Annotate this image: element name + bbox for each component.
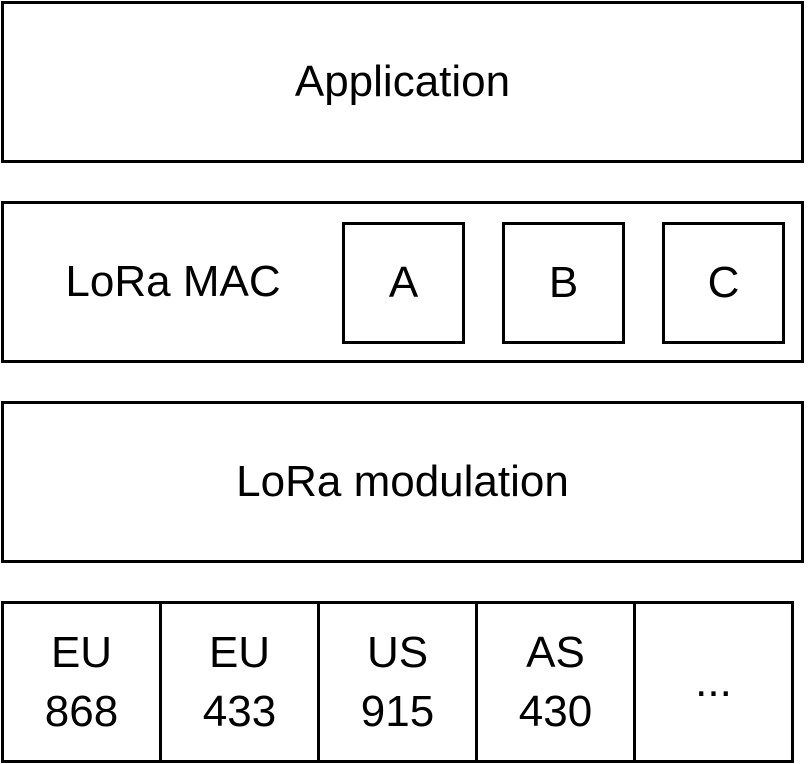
band-cell-us915: US 915 [317,601,478,763]
lora-mac-label: LoRa MAC [65,257,281,307]
band-frequency: 433 [202,687,277,736]
mac-class-c-box: C [662,222,785,344]
application-layer: Application [1,1,804,163]
frequency-band-row: EU 868 EU 433 US 915 AS 430 ... [1,601,804,763]
mac-class-a-box: A [342,222,465,344]
mac-class-c-label: C [707,258,740,308]
application-layer-label: Application [294,57,511,107]
band-cell-eu433: EU 433 [159,601,320,763]
band-frequency: 868 [44,687,119,736]
band-region: EU [50,627,113,677]
band-region: US [366,627,429,677]
mac-class-b-label: B [548,258,579,308]
band-ellipsis: ... [695,657,732,707]
lora-modulation-layer: LoRa modulation [1,401,804,563]
band-region: EU [208,627,271,677]
band-cell-more: ... [633,601,794,763]
lora-modulation-label: LoRa modulation [236,457,569,507]
mac-class-b-box: B [502,222,625,344]
mac-class-a-label: A [388,258,419,308]
band-region: AS [526,627,585,677]
band-cell-eu868: EU 868 [1,601,162,763]
band-cell-as430: AS 430 [475,601,636,763]
band-frequency: 915 [360,687,435,736]
band-frequency: 430 [518,687,593,736]
lora-mac-layer: LoRa MAC A B C [1,201,804,363]
